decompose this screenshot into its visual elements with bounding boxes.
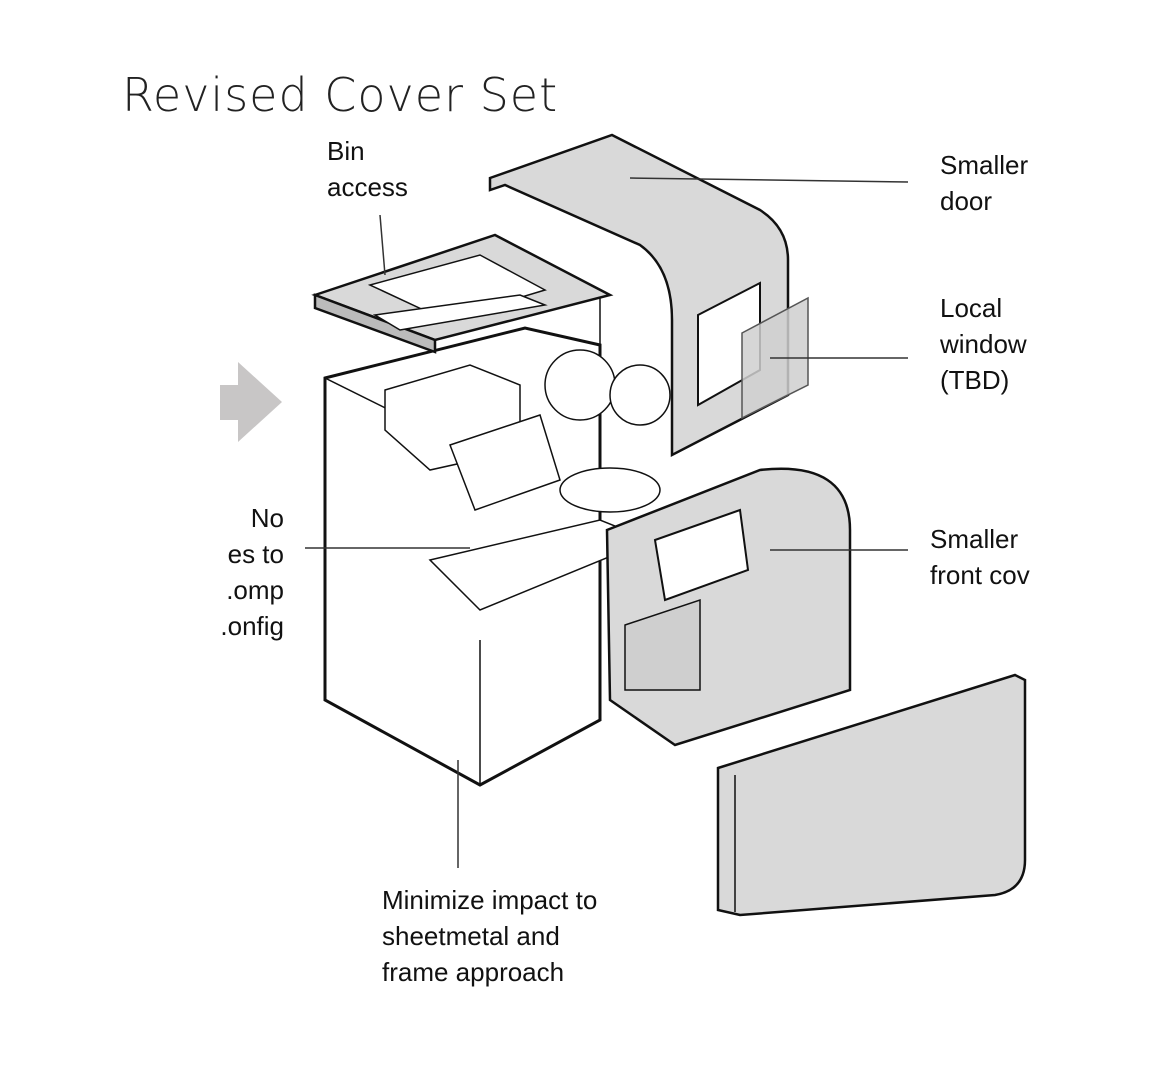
bottom-panel-cover	[716, 673, 1027, 917]
leader-lines	[305, 177, 909, 868]
smaller-front-cover	[605, 467, 852, 747]
slide-title: Revised Cover Set	[122, 68, 559, 122]
bin-access-cover	[311, 233, 614, 354]
main-cabinet	[323, 290, 671, 787]
arrow-right-icon	[220, 362, 282, 442]
